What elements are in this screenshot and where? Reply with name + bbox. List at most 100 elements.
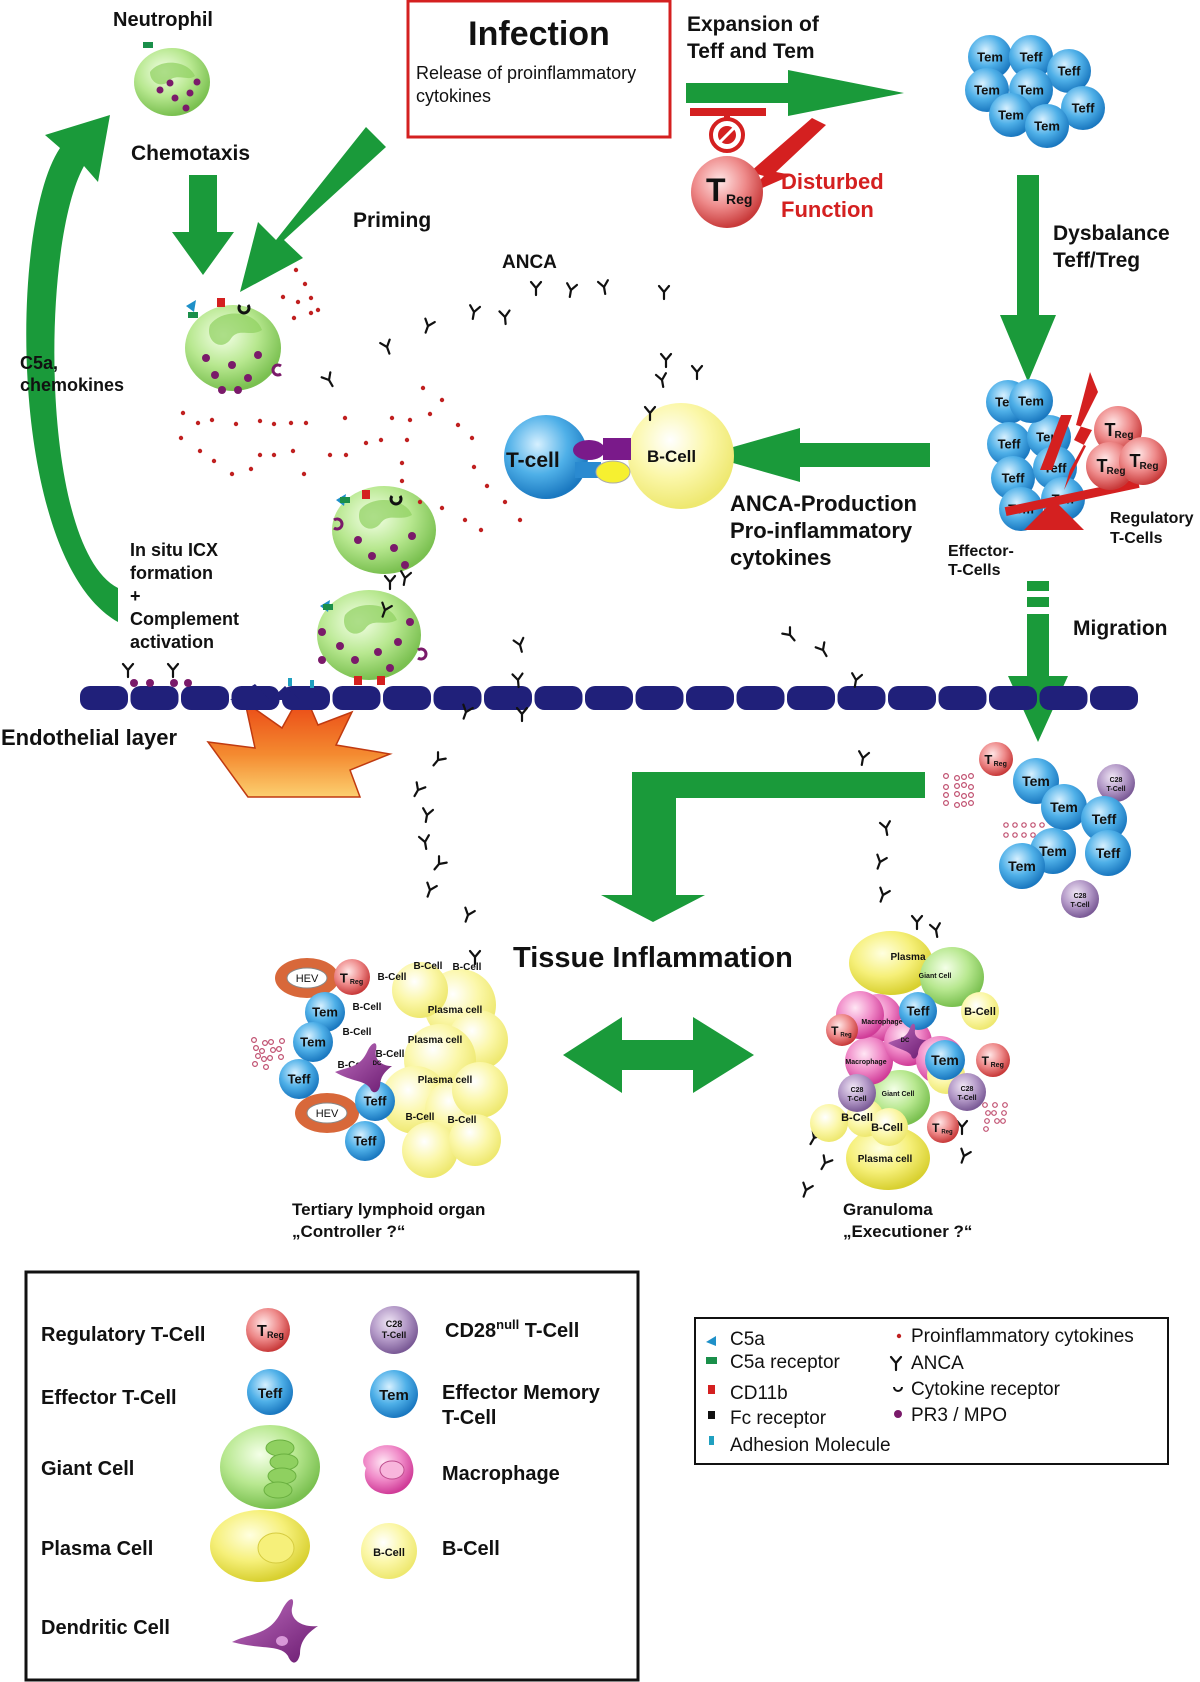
arrows — [26, 70, 1068, 1093]
mig-cytokine-14 — [960, 800, 967, 807]
gran-teff-label: Teff — [907, 1004, 931, 1019]
tlo-cytokine-6 — [270, 1046, 277, 1053]
anca-antibody-3 — [657, 284, 671, 301]
anca-antibody-43 — [397, 570, 413, 587]
tlo-teff-cell-4: Teff — [345, 1121, 385, 1161]
mig-cytokine-15 — [967, 799, 974, 806]
treg-reg-0: Reg — [1115, 430, 1134, 441]
legend-pr3-mpo: PR3 / MPO — [911, 1405, 1007, 1426]
mig-cytokine-5 — [953, 782, 960, 789]
endothelial-cell-5 — [332, 686, 381, 710]
top-tem-cell-6: Tem — [989, 93, 1033, 137]
legend-cytokine-receptor: Cytokine receptor — [911, 1379, 1061, 1400]
svg-text:T-Cell: T-Cell — [382, 1330, 407, 1340]
cytokine-dot-19 — [257, 452, 263, 458]
svg-text:Teff: Teff — [258, 1385, 283, 1401]
cytokine-dot-30 — [407, 417, 413, 423]
cytokine-receptor-icon — [893, 1386, 903, 1392]
legend-tem-line1: Effector Memory — [442, 1382, 601, 1404]
tlo-bcell-label-2: B-Cell — [353, 1002, 382, 1013]
neutrophil-primed — [185, 298, 282, 394]
treg-reg-2: Reg — [1140, 461, 1159, 472]
endothelial-cell-12 — [686, 686, 734, 710]
anca-antibody-5 — [498, 309, 512, 326]
cytokine-dot-24 — [343, 452, 349, 458]
gran-treg-2-reg: Reg — [941, 1129, 953, 1135]
endothelial-cell-20 — [1090, 686, 1138, 710]
mig-tem-cell-5: Tem — [999, 843, 1045, 889]
tissue-arrow — [601, 772, 925, 922]
endothelial-cell-16 — [888, 686, 936, 710]
cytokine-dot-1 — [295, 299, 301, 305]
tlo-cytokine-12 — [252, 1060, 259, 1067]
anca-production-line1: ANCA-Production — [730, 491, 917, 516]
bcell-label: B-Cell — [647, 447, 696, 466]
cytokine-dot-35 — [469, 435, 475, 441]
gran-treg-1-reg: Reg — [991, 1062, 1004, 1069]
anca-antibody-15 — [848, 672, 864, 689]
eff-teff-cell-1-label: Teff — [998, 437, 1022, 452]
cytokine-dot-45 — [342, 415, 348, 421]
tlo-label-line1: Tertiary lymphoid organ — [292, 1200, 485, 1219]
treg-t-1: T — [1097, 456, 1108, 476]
neutrophil-label: Neutrophil — [113, 9, 213, 31]
mig-tem-cell-1: Tem — [1041, 784, 1087, 830]
cytokine-dot-15 — [303, 420, 309, 426]
anca-antibody-10 — [690, 364, 704, 381]
endothelial-cell-6 — [383, 686, 431, 710]
tlo-cytokine-13 — [263, 1063, 270, 1070]
mig-cytokine-b-1 — [1012, 822, 1018, 828]
mig-cytokine-b-8 — [1030, 832, 1036, 838]
anca-antibody-39 — [797, 1181, 814, 1200]
mig-treg-reg: Reg — [994, 761, 1007, 768]
c5a-curved-arrow — [26, 115, 118, 622]
eff-tem-cell-5-label: Tem — [1018, 394, 1044, 409]
top-tem-cell-0-label: Tem — [977, 50, 1003, 65]
gran-plasma-bottom — [846, 1126, 930, 1190]
legend-dendritic: Dendritic Cell — [41, 1617, 170, 1639]
gran-cytokine-2 — [1002, 1102, 1008, 1108]
cytokine-dot-38 — [502, 499, 508, 505]
anca-antibody-42 — [383, 574, 397, 591]
legend-effector: Effector T-Cell — [41, 1387, 177, 1409]
infection-title: Infection — [468, 15, 610, 53]
tlo-cytokine-8 — [255, 1052, 262, 1059]
regulatory-label-line2: T-Cells — [1110, 530, 1163, 547]
svg-text:Tem: Tem — [379, 1387, 409, 1404]
legend-anca: ANCA — [911, 1353, 964, 1374]
priming-arrow — [240, 127, 386, 292]
endothelial-cell-10 — [585, 686, 633, 710]
tlo-bcell-label-0: B-Cell — [378, 972, 407, 983]
gran-bcell-bg-0 — [961, 992, 999, 1030]
mig-cytokine-b-4 — [1039, 822, 1045, 828]
mig-treg-t: T — [984, 752, 992, 767]
tlo-teff-cell-4-label: Teff — [354, 1134, 378, 1149]
anca-antibody-34 — [928, 922, 944, 939]
gran-cytokine-1 — [992, 1102, 998, 1108]
tlo-cytokine-3 — [279, 1037, 286, 1044]
anca-antibody-0 — [529, 280, 543, 297]
tlo-cytokine-7 — [276, 1045, 283, 1052]
anca-production-line2: Pro-inflammatory — [730, 518, 913, 543]
tlo-cytokine-9 — [261, 1055, 268, 1062]
gran-macrophage-label-1: Macrophage — [845, 1059, 886, 1066]
cytokine-dot-12 — [257, 418, 263, 424]
anca-antibody-20 — [428, 751, 447, 770]
anca-production-arrow — [705, 428, 930, 482]
hev-2-label: HEV — [316, 1108, 339, 1120]
gran-plasma-top-label: Plasma — [890, 952, 925, 963]
anca-antibody-22 — [419, 807, 435, 824]
cytokine-dot-10 — [209, 417, 215, 423]
tlo-bcell-label-3: B-Cell — [343, 1027, 372, 1038]
legend-cd11b: CD11b — [730, 1383, 788, 1404]
dysbalance-label-line1: Dysbalance — [1053, 222, 1170, 245]
tlo-plasma-label-1: Plasma cell — [408, 1035, 463, 1046]
treg-t-0: T — [1105, 420, 1116, 440]
double-arrow — [563, 1017, 754, 1093]
mig-cytokine-3 — [967, 772, 974, 779]
insitu-line2: formation — [130, 563, 213, 583]
mig-cytokine-4 — [942, 783, 949, 790]
